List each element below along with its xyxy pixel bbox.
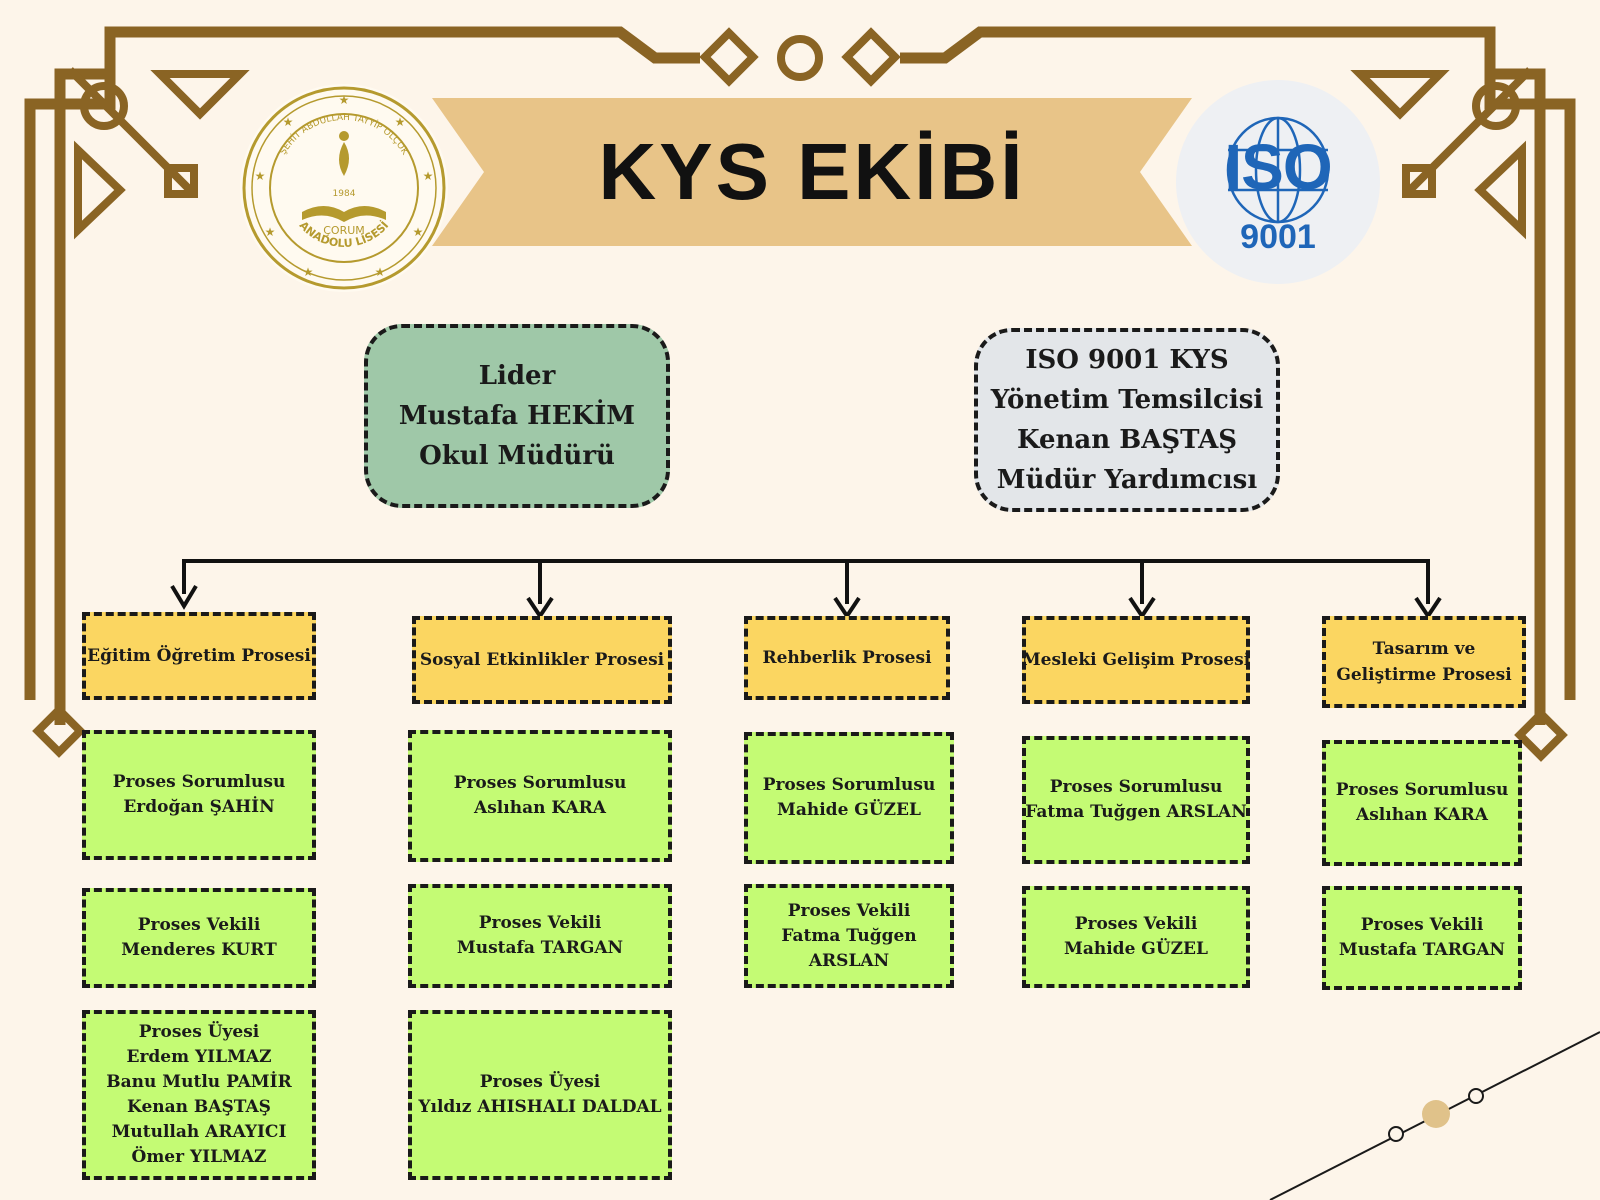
members-box-sosyal: Proses Üyesi Yıldız AHISHALI DALDAL	[408, 1010, 672, 1180]
responsible-box-rehberlik: Proses Sorumlusu Mahide GÜZEL	[744, 732, 954, 864]
representative-box: ISO 9001 KYS Yönetim Temsilcisi Kenan BA…	[974, 328, 1280, 512]
deputy-box-rehberlik: Proses Vekili Fatma Tuğgen ARSLAN	[744, 884, 954, 988]
person-name: Erdem YILMAZ	[126, 1047, 272, 1067]
person-name: Yıldız AHISHALI DALDAL	[418, 1097, 662, 1117]
school-year: 1984	[333, 189, 356, 199]
svg-text:★: ★	[395, 115, 406, 129]
process-name-line2: Geliştirme Prosesi	[1336, 665, 1512, 685]
responsible-box-sosyal: Proses Sorumlusu Aslıhan KARA	[408, 730, 672, 862]
representative-title: Müdür Yardımcısı	[996, 465, 1258, 495]
representative-standard: ISO 9001 KYS	[1025, 345, 1229, 375]
responsible-box-mesleki: Proses Sorumlusu Fatma Tuğgen ARSLAN	[1022, 736, 1250, 864]
leader-role: Lider	[478, 361, 556, 391]
deputy-box-egitim: Proses Vekili Menderes KURT	[82, 888, 316, 988]
person-name: ARSLAN	[808, 950, 890, 971]
role-label: Proses Vekili	[137, 915, 261, 935]
responsible-box-egitim: Proses Sorumlusu Erdoğan ŞAHİN	[82, 730, 316, 860]
process-box-egitim: Eğitim Öğretim Prosesi	[82, 612, 316, 700]
iso-number: 9001	[1240, 218, 1316, 256]
process-box-tasarim: Tasarım ve Geliştirme Prosesi	[1322, 616, 1526, 708]
role-label: Proses Vekili	[787, 900, 911, 921]
iso-word: ISO	[1224, 131, 1332, 203]
members-box-egitim: Proses Üyesi Erdem YILMAZ Banu Mutlu PAM…	[82, 1010, 316, 1180]
role-label: Proses Sorumlusu	[112, 772, 286, 792]
person-name: Mutullah ARAYICI	[111, 1122, 287, 1142]
process-name: Eğitim Öğretim Prosesi	[87, 646, 311, 666]
person-name: Mustafa TARGAN	[456, 938, 624, 958]
role-label: Proses Üyesi	[479, 1072, 601, 1092]
iso-logo: ISO 9001	[1176, 80, 1380, 284]
representative-role: Yönetim Temsilcisi	[990, 385, 1264, 415]
deputy-box-sosyal: Proses Vekili Mustafa TARGAN	[408, 884, 672, 988]
process-box-sosyal: Sosyal Etkinlikler Prosesi	[412, 616, 672, 704]
person-name: Mustafa TARGAN	[1338, 940, 1506, 960]
process-name: Mesleki Gelişim Prosesi	[1021, 650, 1251, 670]
process-name: Sosyal Etkinlikler Prosesi	[419, 650, 665, 670]
school-logo: ★ ★ ★ ★ ★ ★ ★ ★ ★ ŞEHİT ABDULLAH TAYYİP …	[240, 84, 448, 292]
person-name: Aslıhan KARA	[474, 798, 606, 818]
person-name: Erdoğan ŞAHİN	[123, 797, 275, 817]
role-label: Proses Sorumlusu	[1049, 777, 1223, 797]
svg-text:★: ★	[423, 169, 434, 183]
process-box-rehberlik: Rehberlik Prosesi	[744, 616, 950, 700]
leader-title: Okul Müdürü	[419, 441, 615, 471]
svg-text:★: ★	[255, 169, 266, 183]
representative-name: Kenan BAŞTAŞ	[1016, 425, 1238, 455]
globe-icon	[1226, 116, 1330, 224]
svg-text:★: ★	[375, 265, 386, 279]
person-name: Aslıhan KARA	[1356, 805, 1488, 825]
deputy-box-tasarim: Proses Vekili Mustafa TARGAN	[1322, 886, 1522, 990]
svg-text:★: ★	[303, 265, 314, 279]
role-label: Proses Vekili	[1360, 915, 1484, 935]
responsible-box-tasarim: Proses Sorumlusu Aslıhan KARA	[1322, 740, 1522, 866]
leader-box: Lider Mustafa HEKİM Okul Müdürü	[364, 324, 670, 508]
leader-name: Mustafa HEKİM	[398, 401, 636, 431]
deputy-box-mesleki: Proses Vekili Mahide GÜZEL	[1022, 886, 1250, 988]
role-label: Proses Sorumlusu	[762, 775, 936, 795]
svg-text:★: ★	[339, 93, 350, 107]
person-name: Banu Mutlu PAMİR	[106, 1072, 292, 1092]
person-name: Menderes KURT	[121, 940, 277, 960]
person-name: Ömer YILMAZ	[131, 1147, 267, 1167]
role-label: Proses Sorumlusu	[453, 773, 627, 793]
person-name: Kenan BAŞTAŞ	[127, 1097, 271, 1117]
person-name: Fatma Tuğgen	[781, 925, 917, 946]
role-label: Proses Üyesi	[138, 1022, 260, 1042]
person-name: Fatma Tuğgen ARSLAN	[1025, 802, 1247, 822]
svg-text:★: ★	[413, 225, 424, 239]
person-name: Mahide GÜZEL	[777, 800, 921, 820]
role-label: Proses Sorumlusu	[1335, 780, 1509, 800]
process-box-mesleki: Mesleki Gelişim Prosesi	[1022, 616, 1250, 704]
title-banner: KYS EKİBİ	[432, 98, 1192, 246]
page-title: KYS EKİBİ	[598, 127, 1026, 216]
person-name: Mahide GÜZEL	[1064, 939, 1208, 959]
process-name-line1: Tasarım ve	[1372, 639, 1476, 659]
svg-text:★: ★	[283, 115, 294, 129]
svg-text:★: ★	[265, 225, 276, 239]
role-label: Proses Vekili	[478, 913, 602, 933]
process-name: Rehberlik Prosesi	[762, 648, 932, 668]
role-label: Proses Vekili	[1074, 914, 1198, 934]
school-city: ÇORUM	[323, 224, 365, 237]
